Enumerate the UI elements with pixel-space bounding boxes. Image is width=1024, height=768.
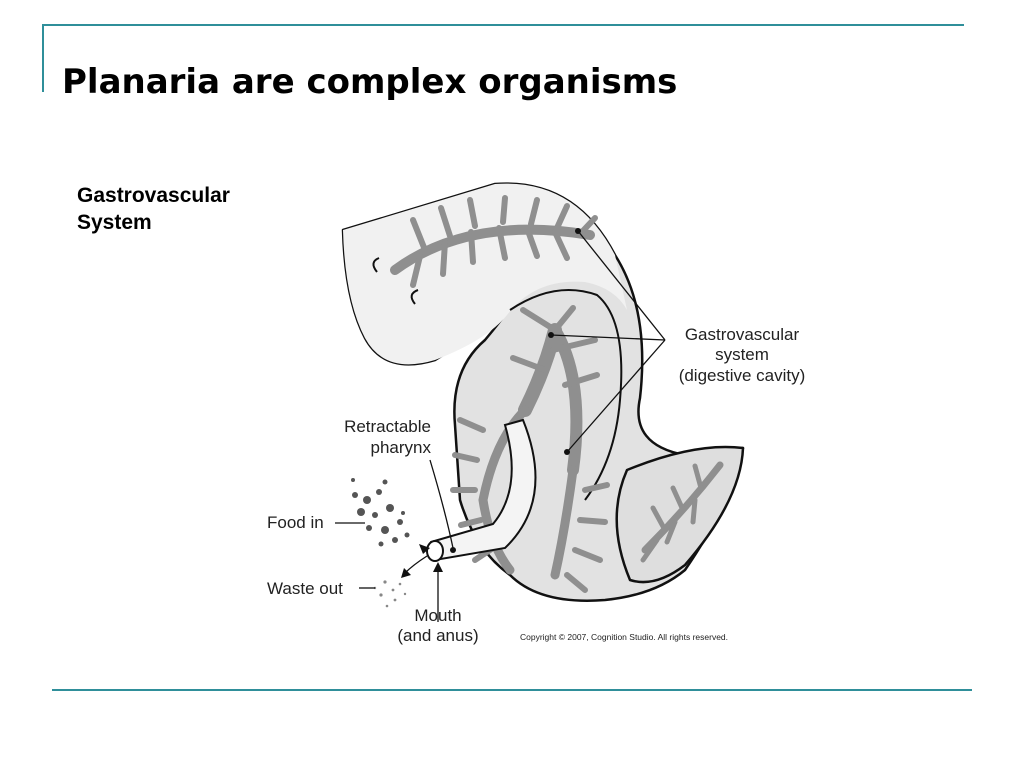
label-mouth-line-1: Mouth [414, 606, 461, 625]
subtitle-line-1: Gastrovascular [77, 184, 230, 207]
gastrovascular-branches [390, 195, 724, 593]
copyright-notice: Copyright © 2007, Cognition Studio. All … [520, 632, 728, 642]
planaria-diagram: Gastrovascular system (digestive cavity)… [267, 182, 806, 645]
label-gastrovascular-line-2: system [715, 345, 769, 364]
waste-particles [373, 580, 407, 608]
bottom-divider [52, 689, 972, 691]
slide-subtitle: Gastrovascular System [77, 182, 230, 236]
label-mouth-line-2: (and anus) [397, 626, 478, 645]
planaria-body [341, 182, 745, 602]
food-particles [351, 478, 410, 547]
label-waste-out: Waste out [267, 579, 343, 598]
leader-lines [335, 230, 666, 622]
leader-dots [450, 228, 581, 553]
subtitle-line-2: System [77, 211, 152, 234]
left-accent-bar [42, 24, 44, 92]
label-gastrovascular-line-3: (digestive cavity) [679, 366, 806, 385]
retractable-pharynx [426, 418, 537, 562]
label-pharynx-line-2: pharynx [371, 438, 432, 457]
arrowheads [401, 544, 443, 578]
label-food-in: Food in [267, 513, 324, 532]
top-divider [42, 24, 964, 26]
slide-title: Planaria are complex organisms [62, 62, 678, 102]
label-gastrovascular-line-1: Gastrovascular [685, 325, 800, 344]
label-pharynx-line-1: Retractable [344, 417, 431, 436]
